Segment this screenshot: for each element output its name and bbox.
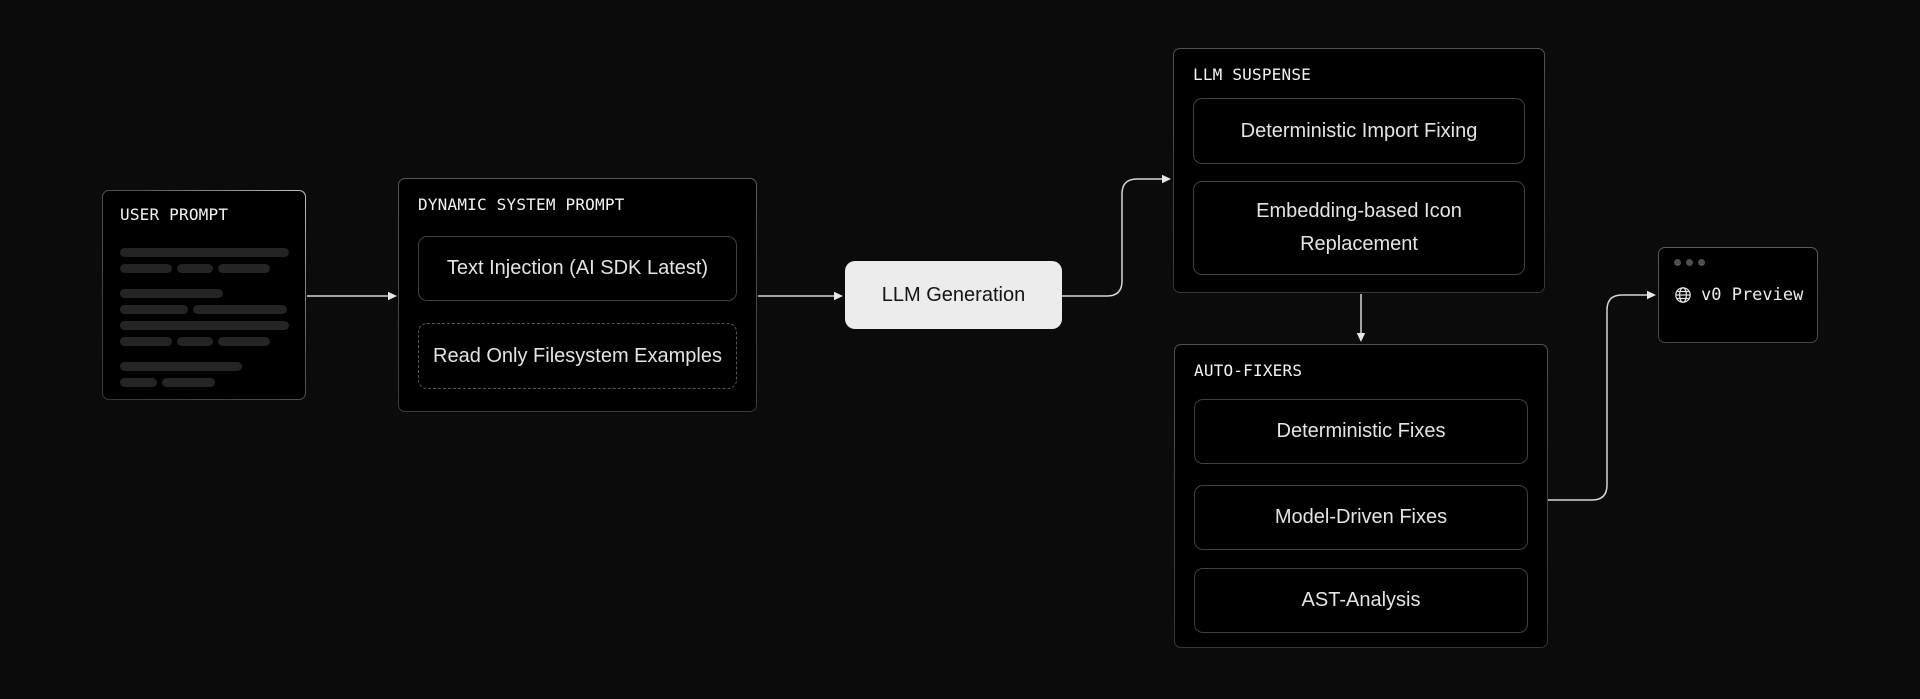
item-read-only-filesystem-examples: Read Only Filesystem Examples xyxy=(418,323,737,389)
node-title: LLM SUSPENSE xyxy=(1193,65,1311,84)
item-text-injection: Text Injection (AI SDK Latest) xyxy=(418,236,737,301)
skeleton-bar xyxy=(177,264,213,273)
item-deterministic-fixes: Deterministic Fixes xyxy=(1194,399,1528,464)
item-ast-analysis: AST-Analysis xyxy=(1194,568,1528,633)
item-label: Deterministic Fixes xyxy=(1276,420,1446,442)
user-prompt-skeleton xyxy=(120,248,289,387)
skeleton-bar xyxy=(120,337,173,346)
item-label: Deterministic Import Fixing xyxy=(1240,119,1478,142)
window-dots-icon xyxy=(1674,259,1804,266)
skeleton-bar xyxy=(120,378,158,387)
item-label: Text Injection (AI SDK Latest) xyxy=(446,257,709,279)
item-deterministic-import-fixing: Deterministic Import Fixing xyxy=(1193,98,1525,164)
skeleton-row xyxy=(120,264,289,273)
item-embedding-based-icon-replacement: Embedding-based Icon Replacement xyxy=(1193,181,1525,275)
node-v0-preview-body: v0 Preview xyxy=(1659,248,1817,342)
skeleton-bar xyxy=(162,378,215,387)
connector-llm-generation-to-llm-suspense xyxy=(1062,174,1171,297)
connector-dynamic-system-prompt-to-llm-generation xyxy=(758,291,843,301)
node-title: DYNAMIC SYSTEM PROMPT xyxy=(418,195,625,214)
item-label: AST-Analysis xyxy=(1301,589,1421,611)
item-label: Embedding-based Icon Replacement xyxy=(1256,200,1462,255)
node-dynamic-system-prompt-body: DYNAMIC SYSTEM PROMPT Text Injection (AI… xyxy=(399,179,756,411)
node-label: v0 Preview xyxy=(1701,285,1804,305)
skeleton-row xyxy=(120,248,289,257)
connector-llm-suspense-to-auto-fixers xyxy=(1356,294,1366,342)
skeleton-bar xyxy=(217,337,271,346)
node-user-prompt: USER PROMPT xyxy=(102,190,306,400)
connector-user-prompt-to-dynamic-system-prompt xyxy=(307,291,397,301)
skeleton-row xyxy=(120,378,289,387)
skeleton-row xyxy=(120,289,289,298)
v0-preview-row: v0 Preview xyxy=(1674,285,1804,305)
skeleton-bar xyxy=(120,264,173,273)
node-auto-fixers-body: AUTO-FIXERS Deterministic Fixes Model-Dr… xyxy=(1175,345,1547,647)
skeleton-bar xyxy=(177,337,213,346)
skeleton-row xyxy=(120,321,289,330)
skeleton-row xyxy=(120,337,289,346)
item-label: Model-Driven Fixes xyxy=(1274,506,1448,528)
globe-icon xyxy=(1675,287,1691,303)
window-dot-icon xyxy=(1698,259,1705,266)
skeleton-row xyxy=(120,362,289,371)
skeleton-bar xyxy=(217,264,271,273)
node-label: LLM Generation xyxy=(881,283,1026,306)
skeleton-bar xyxy=(120,305,188,314)
connector-auto-fixers-to-v0-preview xyxy=(1548,290,1656,501)
node-llm-suspense: LLM SUSPENSE Deterministic Import Fixing… xyxy=(1173,48,1545,293)
window-dot-icon xyxy=(1686,259,1693,266)
skeleton-bar xyxy=(120,248,289,257)
skeleton-bar xyxy=(120,289,224,298)
skeleton-bar xyxy=(120,362,242,371)
item-model-driven-fixes: Model-Driven Fixes xyxy=(1194,485,1528,550)
item-label: Read Only Filesystem Examples xyxy=(433,344,722,367)
node-v0-preview: v0 Preview xyxy=(1658,247,1818,343)
skeleton-bar xyxy=(120,321,289,330)
skeleton-row xyxy=(120,305,289,314)
node-title: AUTO-FIXERS xyxy=(1194,361,1303,380)
node-user-prompt-body: USER PROMPT xyxy=(103,191,305,399)
node-llm-suspense-body: LLM SUSPENSE Deterministic Import Fixing… xyxy=(1174,49,1544,292)
node-title: USER PROMPT xyxy=(120,205,229,224)
window-dot-icon xyxy=(1674,259,1681,266)
skeleton-bar xyxy=(192,305,288,314)
node-auto-fixers: AUTO-FIXERS Deterministic Fixes Model-Dr… xyxy=(1174,344,1548,648)
node-llm-generation: LLM Generation xyxy=(845,261,1062,329)
node-dynamic-system-prompt: DYNAMIC SYSTEM PROMPT Text Injection (AI… xyxy=(398,178,757,412)
